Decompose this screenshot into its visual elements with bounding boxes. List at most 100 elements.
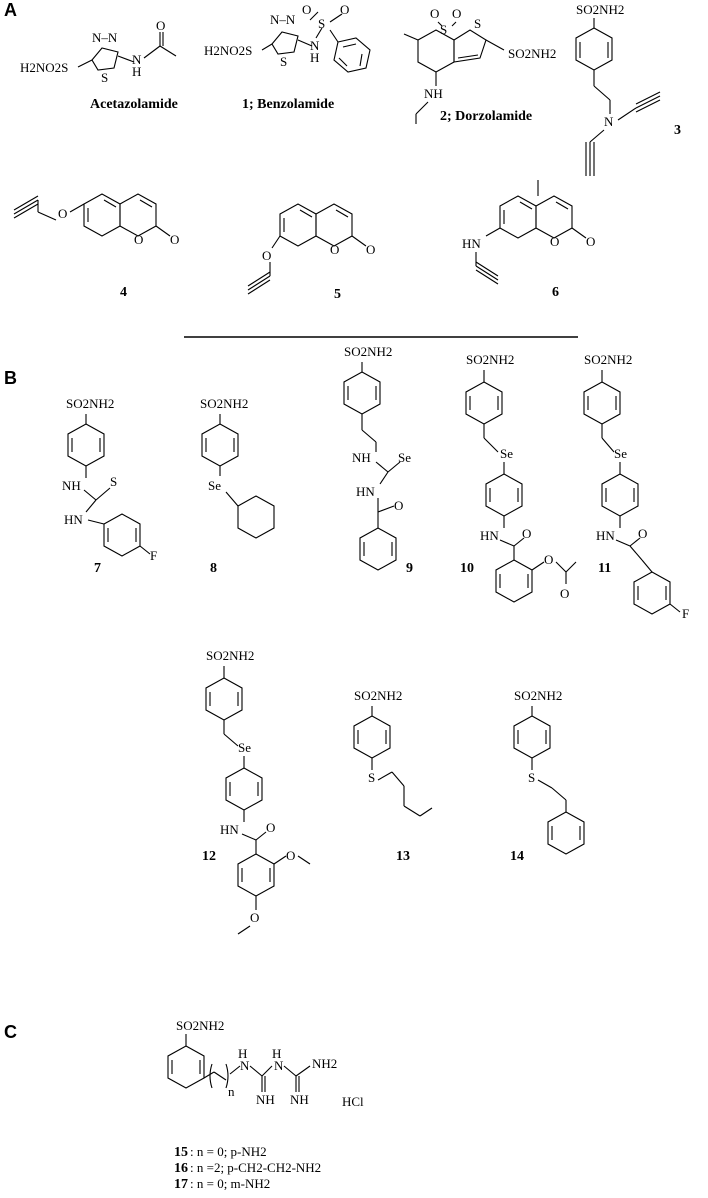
atom-label: S bbox=[101, 70, 108, 85]
atom-label: SO2NH2 bbox=[576, 2, 624, 17]
caption-3: 3 bbox=[674, 123, 681, 138]
atom-label: HN bbox=[64, 512, 83, 527]
structure-13: SO2NH2 S 13 bbox=[353, 688, 433, 864]
atom-label: SO2NH2 bbox=[206, 648, 254, 663]
atom-label: N–N bbox=[92, 30, 118, 45]
legend-17-text: : n = 0; m-NH2 bbox=[190, 1176, 270, 1191]
structure-5: O O O 5 bbox=[247, 203, 375, 302]
atom-label: O bbox=[134, 232, 143, 247]
structure-15-17-scaffold: SO2NH2 n H N NH H N NH NH2 HCl bbox=[167, 1018, 364, 1109]
atom-label: SO2NH2 bbox=[514, 688, 562, 703]
caption-14: 14 bbox=[510, 849, 524, 864]
caption-11: 11 bbox=[598, 561, 611, 576]
atom-label: F bbox=[150, 548, 157, 563]
caption-12: 12 bbox=[202, 849, 216, 864]
structure-9: SO2NH2 NH Se HN O 9 bbox=[343, 344, 413, 576]
structure-4: O O O 4 bbox=[13, 193, 179, 300]
caption-8: 8 bbox=[210, 561, 217, 576]
atom-label: O bbox=[394, 498, 403, 513]
atom-label: O bbox=[550, 234, 559, 249]
legend-c: 15 : n = 0; p-NH2 16 : n =2; p-CH2-CH2-N… bbox=[174, 1144, 321, 1192]
atom-label: S bbox=[368, 770, 375, 785]
atom-label: N bbox=[274, 1058, 284, 1073]
section-label-a: A bbox=[4, 0, 17, 20]
atom-label: S bbox=[474, 16, 481, 31]
atom-label: O bbox=[340, 2, 349, 17]
atom-label: H2NO2S bbox=[20, 60, 68, 75]
section-label-b: B bbox=[4, 368, 17, 388]
atom-label: SO2NH2 bbox=[354, 688, 402, 703]
atom-label: O bbox=[452, 6, 461, 21]
atom-label: HN bbox=[480, 528, 499, 543]
bracket-right bbox=[225, 1063, 229, 1089]
legend-15-number: 15 bbox=[174, 1145, 188, 1160]
atom-label: NH bbox=[256, 1092, 275, 1107]
atom-label: O bbox=[560, 586, 569, 601]
structure-6: O O HN 6 bbox=[462, 180, 595, 300]
atom-label: Se bbox=[398, 450, 411, 465]
caption-9: 9 bbox=[406, 561, 413, 576]
atom-label: S bbox=[110, 474, 117, 489]
atom-label: O bbox=[330, 242, 339, 257]
atom-label: O bbox=[170, 232, 179, 247]
atom-label: SO2NH2 bbox=[466, 352, 514, 367]
atom-label: SO2NH2 bbox=[508, 46, 556, 61]
structure-benzolamide: H2NO2S N–N S N H S O O 1; Benzolamide bbox=[204, 2, 371, 112]
bracket-left bbox=[209, 1063, 213, 1089]
atom-label: S bbox=[280, 54, 287, 69]
atom-label: SO2NH2 bbox=[584, 352, 632, 367]
structure-11: SO2NH2 Se HN O F 11 bbox=[583, 352, 689, 621]
caption-6: 6 bbox=[552, 285, 559, 300]
structure-8: SO2NH2 Se 8 bbox=[200, 396, 275, 576]
atom-label: O bbox=[266, 820, 275, 835]
hcl-label: HCl bbox=[342, 1094, 364, 1109]
atom-label: H bbox=[238, 1046, 247, 1061]
atom-label: N bbox=[240, 1058, 250, 1073]
atom-label: H bbox=[272, 1046, 281, 1061]
atom-label: H bbox=[132, 64, 141, 79]
atom-label: O bbox=[586, 234, 595, 249]
atom-label: NH bbox=[424, 86, 443, 101]
caption-13: 13 bbox=[396, 849, 410, 864]
atom-label: SO2NH2 bbox=[200, 396, 248, 411]
atom-label: O bbox=[544, 552, 553, 567]
atom-label: NH bbox=[62, 478, 81, 493]
caption-7: 7 bbox=[94, 561, 101, 576]
structure-12: SO2NH2 Se HN O O O 12 bbox=[202, 648, 311, 935]
atom-label: N bbox=[604, 114, 614, 129]
atom-label: O bbox=[522, 526, 531, 541]
structure-acetazolamide: H2NO2S N–N S H N O Acetazolamide bbox=[20, 18, 178, 112]
atom-label: H2NO2S bbox=[204, 43, 252, 58]
caption-4: 4 bbox=[120, 285, 127, 300]
atom-label: O bbox=[58, 206, 67, 221]
atom-label: NH2 bbox=[312, 1056, 337, 1071]
atom-label: O bbox=[366, 242, 375, 257]
atom-label: Se bbox=[500, 446, 513, 461]
atom-label: S bbox=[440, 22, 447, 37]
atom-label: S bbox=[528, 770, 535, 785]
caption-dorzolamide: 2; Dorzolamide bbox=[440, 109, 532, 124]
atom-label: Se bbox=[238, 740, 251, 755]
structure-3: SO2NH2 N 3 bbox=[575, 2, 681, 176]
atom-label: O bbox=[302, 2, 311, 17]
atom-label: O bbox=[156, 18, 165, 33]
atom-label: O bbox=[250, 910, 259, 925]
section-label-c: C bbox=[4, 1022, 17, 1042]
structure-dorzolamide: O O S S SO2NH2 NH 2; Dorzolamide bbox=[403, 6, 556, 124]
atom-label: SO2NH2 bbox=[176, 1018, 224, 1033]
atom-label: N–N bbox=[270, 12, 296, 27]
legend-16-text: : n =2; p-CH2-CH2-NH2 bbox=[190, 1160, 321, 1175]
atom-label: NH bbox=[290, 1092, 309, 1107]
atom-label: O bbox=[286, 848, 295, 863]
atom-label: O bbox=[262, 248, 271, 263]
caption-10: 10 bbox=[460, 561, 474, 576]
atom-label: S bbox=[318, 16, 325, 31]
atom-label: SO2NH2 bbox=[344, 344, 392, 359]
atom-label: N bbox=[310, 38, 320, 53]
caption-5: 5 bbox=[334, 287, 341, 302]
atom-label: Se bbox=[208, 478, 221, 493]
legend-15-text: : n = 0; p-NH2 bbox=[190, 1144, 267, 1159]
atom-label: NH bbox=[352, 450, 371, 465]
structure-7: SO2NH2 NH S HN F 7 bbox=[62, 396, 157, 576]
